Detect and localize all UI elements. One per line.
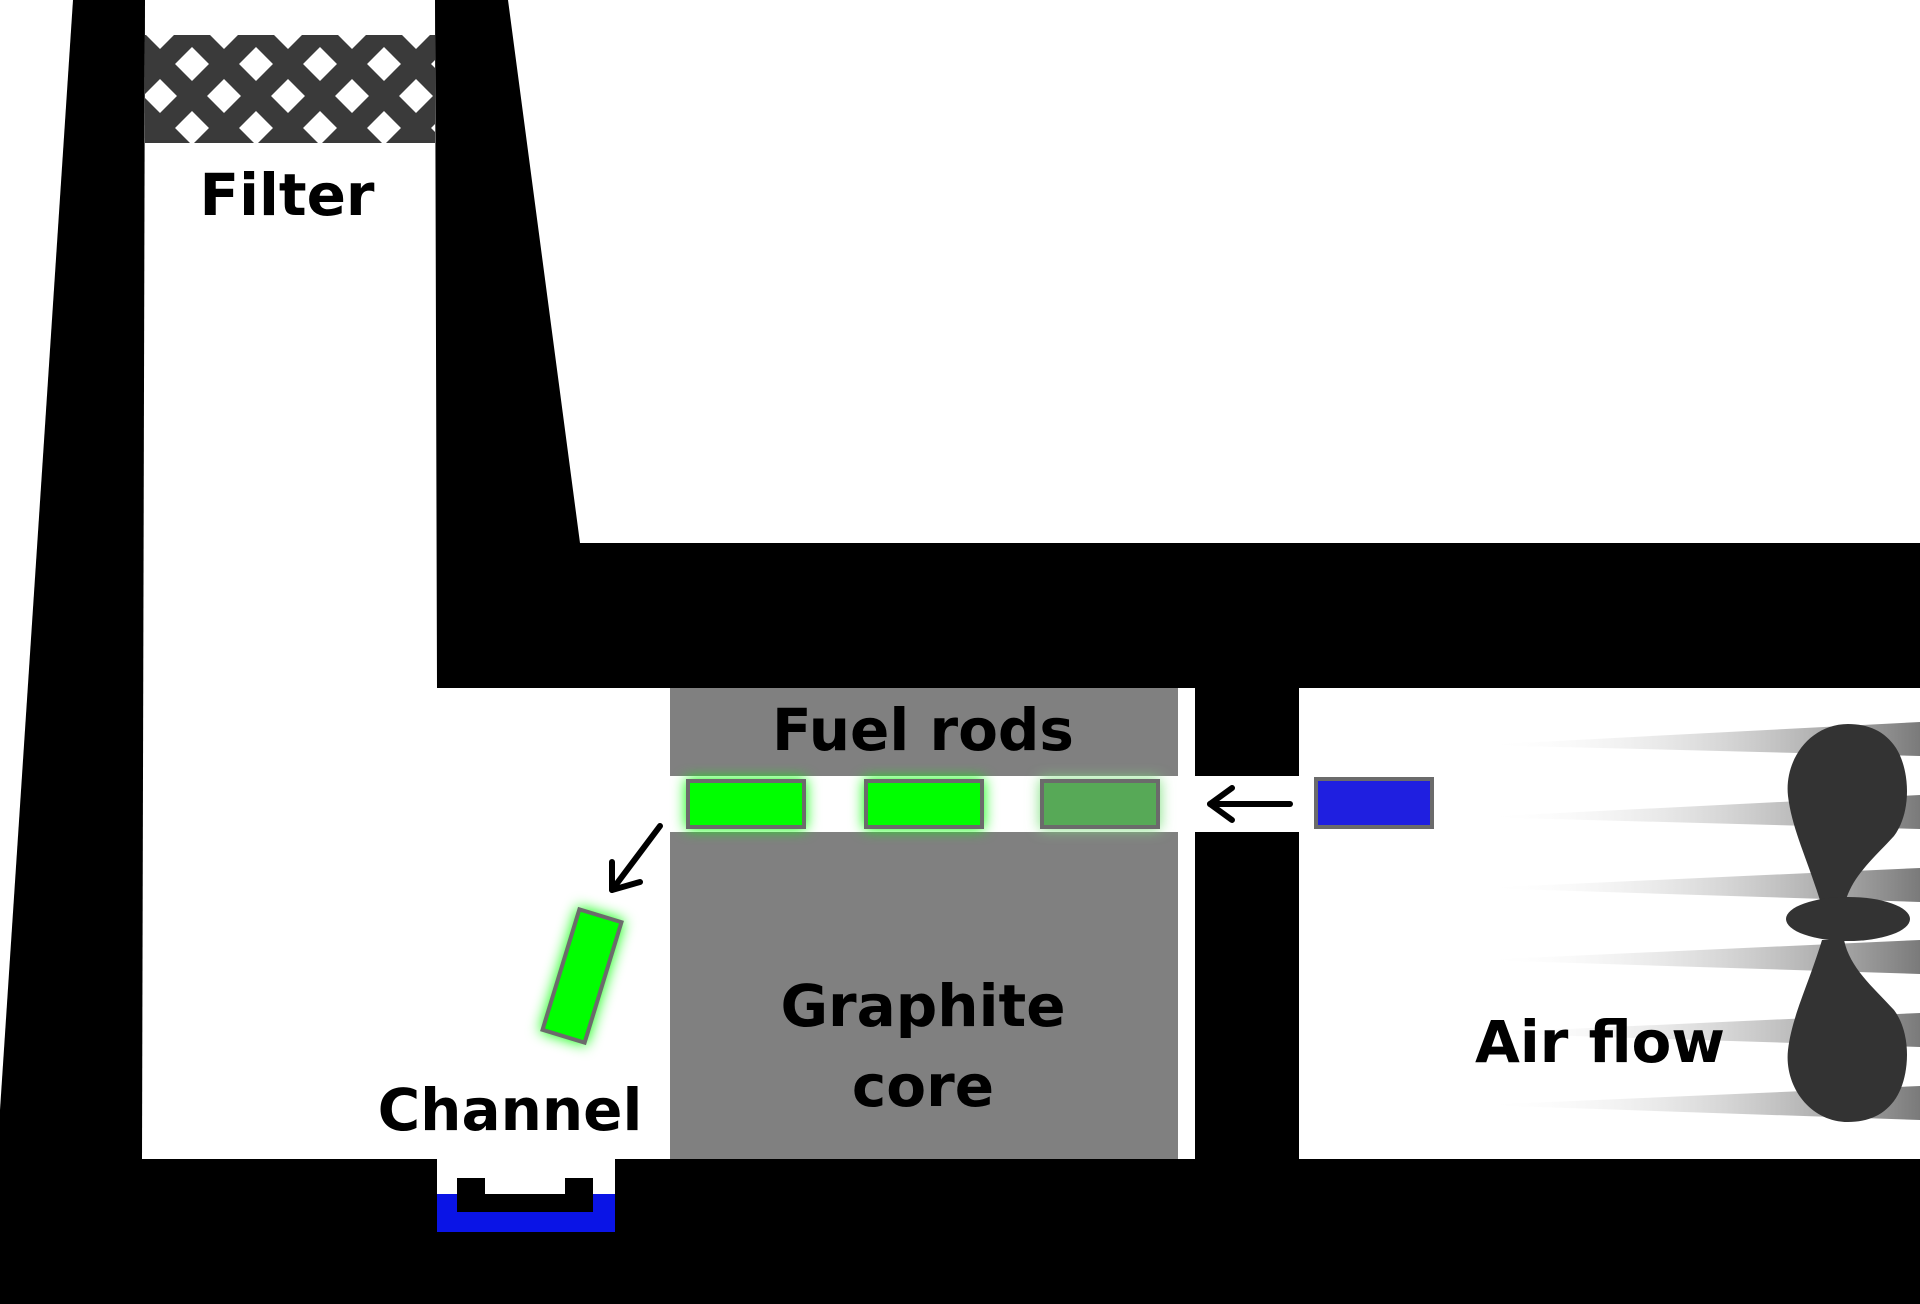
graphite-core-label-line1: Graphite bbox=[780, 972, 1065, 1040]
filter-mesh-icon bbox=[145, 35, 435, 143]
fuel-rod-3 bbox=[1040, 779, 1160, 829]
fan-icon bbox=[1786, 724, 1910, 1122]
divider-wall-lower bbox=[1195, 832, 1299, 1159]
graphite-core-top bbox=[670, 688, 1178, 776]
divider-wall-upper bbox=[1195, 688, 1299, 776]
air-streak bbox=[1480, 868, 1920, 902]
floor bbox=[0, 1159, 1920, 1304]
channel-trough bbox=[457, 1178, 593, 1212]
fuel-rod-2 bbox=[864, 779, 984, 829]
fuel-rods-label: Fuel rods bbox=[772, 696, 1074, 764]
filter-label: Filter bbox=[199, 161, 374, 229]
graphite-core bbox=[670, 688, 1178, 1159]
graphite-core-bottom bbox=[670, 832, 1178, 1159]
water-channel bbox=[437, 1159, 615, 1232]
chimney-right-wall bbox=[435, 0, 1920, 688]
fuel-rods-in-core bbox=[686, 779, 1160, 829]
air-flow-label: Air flow bbox=[1475, 1008, 1725, 1076]
fuel-rod-1 bbox=[686, 779, 806, 829]
arrow-left-icon bbox=[1207, 785, 1293, 823]
falling-fuel-rod bbox=[540, 906, 624, 1046]
channel-label: Channel bbox=[378, 1076, 643, 1144]
arrow-down-left-icon bbox=[609, 823, 663, 893]
graphite-core-label-line2: core bbox=[852, 1052, 994, 1120]
new-fuel-rod bbox=[1314, 777, 1434, 829]
falling-fuel-rod-body bbox=[540, 906, 624, 1046]
air-streak bbox=[1480, 940, 1920, 974]
chimney-left-wall bbox=[0, 0, 145, 1304]
